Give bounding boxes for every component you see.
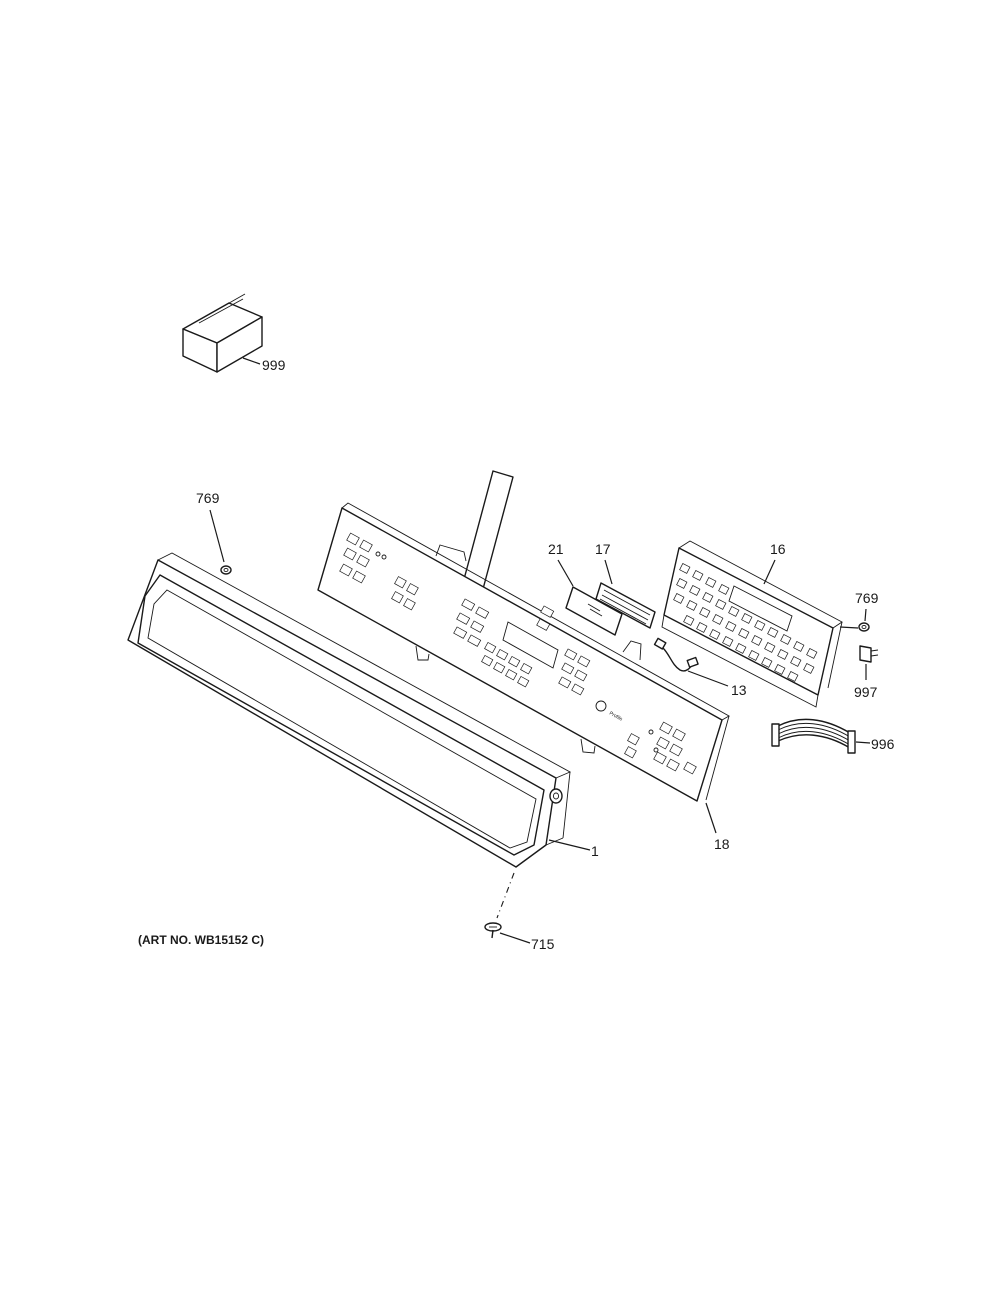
panel-keypad-left — [339, 532, 419, 611]
callout-769-left: 769 — [196, 490, 220, 506]
callout-16: 16 — [770, 541, 786, 557]
leader-715 — [499, 932, 531, 944]
callout-13: 13 — [731, 682, 747, 698]
control-board — [661, 540, 843, 708]
panel-keypad-right — [624, 721, 697, 775]
panel-keypad-center — [453, 598, 591, 696]
callout-999: 999 — [262, 357, 286, 373]
screw — [484, 922, 502, 939]
display-window — [595, 582, 656, 629]
leader-17 — [604, 559, 613, 585]
callout-21: 21 — [548, 541, 564, 557]
wire-harness — [653, 637, 699, 672]
callout-1: 1 — [591, 843, 599, 859]
callout-996: 996 — [871, 736, 895, 752]
art-number-caption: (ART NO. WB15152 C) — [138, 933, 264, 947]
leader-999 — [242, 357, 261, 365]
plug-right — [858, 622, 870, 632]
leader-769-right-board — [839, 626, 859, 629]
callout-769-right: 769 — [855, 590, 879, 606]
leader-13 — [687, 670, 729, 687]
leader-996 — [855, 741, 871, 744]
screw-axis — [496, 872, 515, 919]
leader-21 — [557, 559, 574, 587]
board-keys — [673, 563, 818, 682]
callout-997: 997 — [854, 684, 878, 700]
leader-769-right — [864, 608, 867, 622]
kit-box — [182, 293, 263, 373]
leader-18 — [705, 802, 717, 834]
leader-16 — [763, 559, 776, 585]
callout-17: 17 — [595, 541, 611, 557]
ribbon-cable — [771, 718, 856, 754]
callout-18: 18 — [714, 836, 730, 852]
control-panel: Profile — [317, 470, 730, 802]
lens — [565, 586, 623, 636]
end-cap — [127, 552, 572, 868]
plug-left — [220, 565, 232, 575]
switch — [859, 645, 879, 663]
leader-1 — [548, 839, 591, 851]
callout-715: 715 — [531, 936, 555, 952]
brand-logo-icon — [595, 700, 607, 712]
leader-769-left — [209, 509, 225, 563]
